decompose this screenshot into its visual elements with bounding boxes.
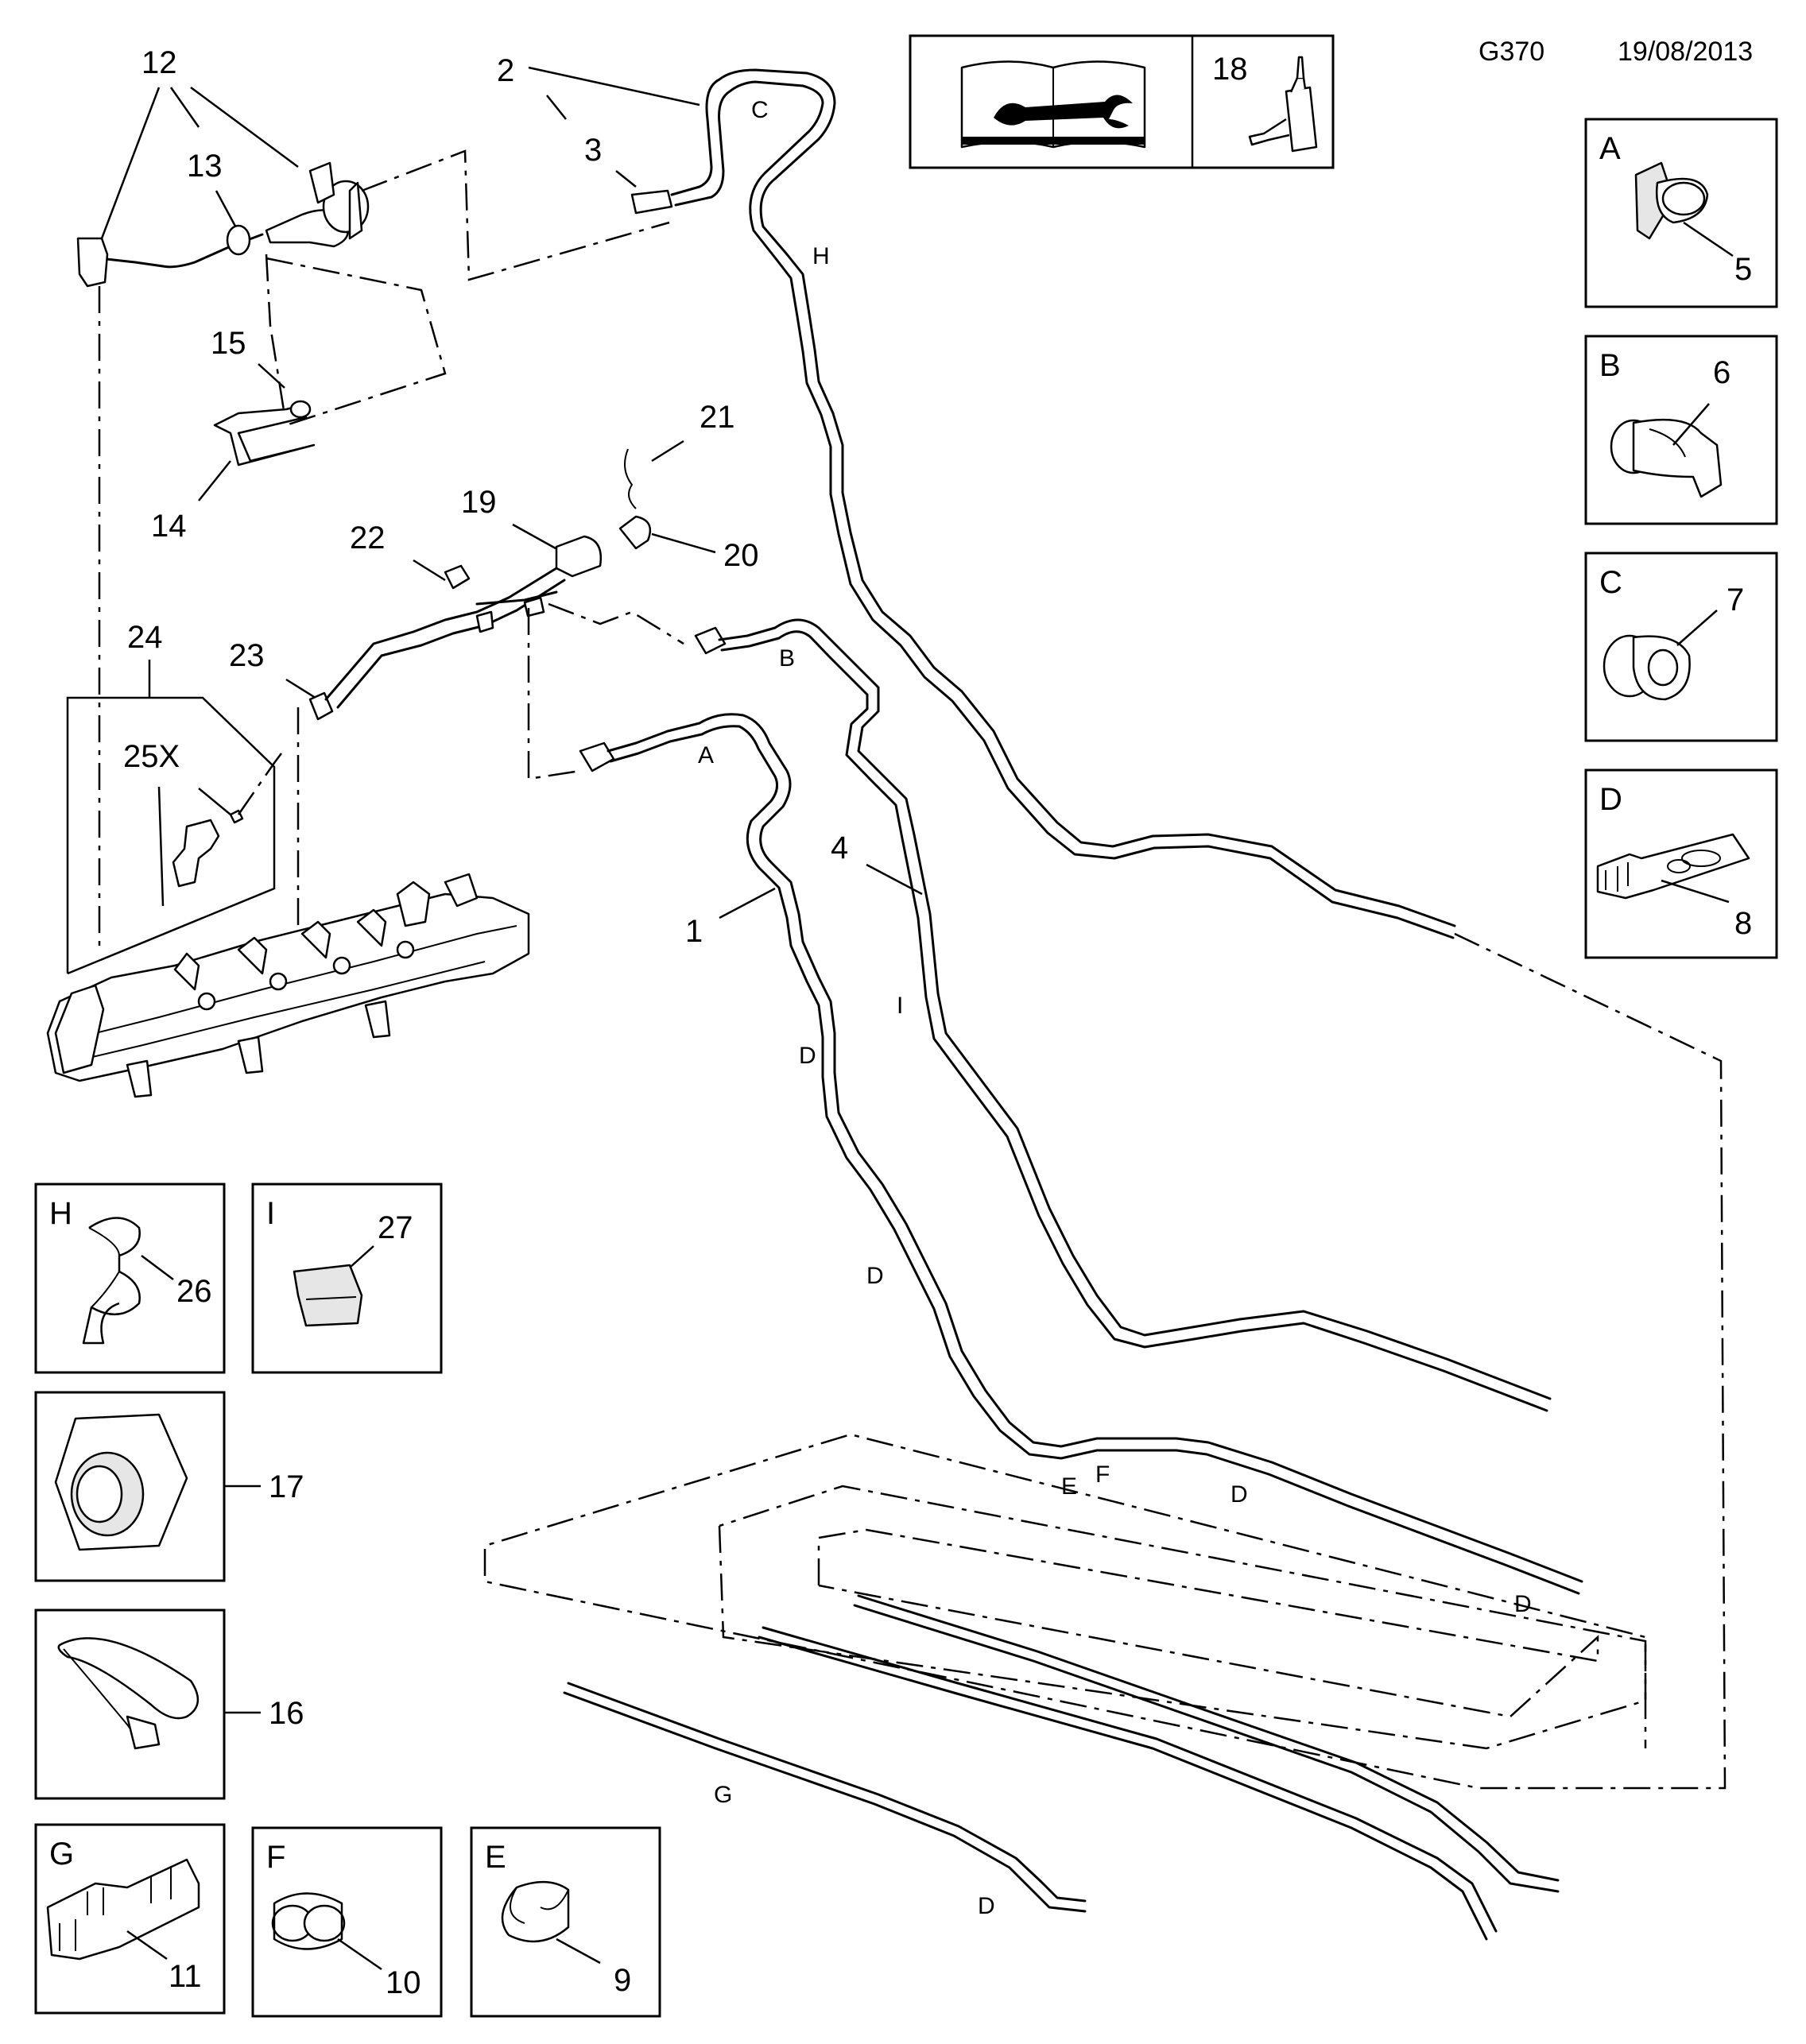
pipe-bottom-2: [758, 1626, 1498, 1941]
callout-18: 18: [1212, 52, 1248, 87]
callout-13: 13: [187, 149, 223, 184]
manual-sealant-box: 18: [909, 34, 1335, 169]
pipe-letter-d-4: D: [1514, 1591, 1532, 1617]
detail-letter-g: G: [49, 1837, 74, 1872]
link-dash-inner-2: [817, 1528, 1599, 1718]
detail-letter-a: A: [1599, 131, 1621, 166]
detail-box-e: E 9: [470, 1826, 661, 2018]
detail-box-f: F 10: [251, 1826, 443, 2018]
callout-15: 15: [211, 326, 246, 361]
pipe-1: A 1 D D E F D D: [579, 713, 1583, 1617]
pipe-letter-c: C: [751, 97, 769, 123]
callout-2: 2: [497, 53, 514, 88]
callout-21: 21: [700, 400, 735, 435]
callout-14: 14: [151, 509, 187, 544]
detail-box-c: C 7: [1584, 552, 1778, 742]
pipe-letter-f: F: [1095, 1461, 1110, 1488]
callout-8: 8: [1734, 906, 1752, 941]
callout-24: 24: [127, 620, 163, 655]
callout-26: 26: [176, 1274, 212, 1309]
callout-12: 12: [141, 45, 177, 80]
pipe-letter-g: G: [714, 1782, 732, 1808]
link-dash-12-3: [361, 149, 670, 281]
callout-25x: 25X: [123, 739, 180, 774]
assembly-12-13: 12 13: [76, 45, 370, 288]
detail-box-b: B 6: [1584, 335, 1778, 525]
pipe-letter-a: A: [698, 742, 714, 768]
callout-11: 11: [169, 1959, 202, 1994]
detail-box-i: I 27: [251, 1183, 443, 1374]
detail-letter-d: D: [1599, 782, 1622, 817]
callout-17: 17: [269, 1469, 304, 1504]
pipe-letter-d-1: D: [799, 1043, 816, 1069]
detail-letter-e: E: [485, 1840, 506, 1875]
engine-intake-manifold: [46, 873, 530, 1098]
pipe-4: B 4 I: [694, 618, 1552, 1412]
callout-6: 6: [1713, 355, 1730, 390]
fuel-rail-assembly: 22 19 21 20 23 24 25X: [66, 400, 759, 979]
pipe-bottom-g: G D: [563, 1682, 1087, 1919]
detail-letter-i: I: [266, 1196, 275, 1231]
pipe-letter-e: E: [1061, 1473, 1077, 1500]
link-dash-14-box: [265, 254, 447, 427]
detail-box-g: G 11: [34, 1823, 226, 2015]
pipe-letter-i: I: [897, 993, 903, 1019]
detail-box-d: D 8: [1584, 768, 1778, 959]
pipe-letter-h: H: [812, 243, 830, 269]
callout-27: 27: [378, 1210, 413, 1245]
callout-16: 16: [269, 1696, 304, 1731]
callout-9: 9: [614, 1963, 631, 1998]
detail-box-a: A 5: [1584, 118, 1778, 308]
sealant-bottle-icon: [1248, 56, 1318, 153]
callout-20: 20: [723, 538, 759, 573]
detail-box-17: 17: [34, 1391, 304, 1582]
pipe-letter-d-5: D: [978, 1893, 995, 1919]
detail-letter-c: C: [1599, 565, 1622, 600]
detail-box-h: H 26: [34, 1183, 226, 1374]
detail-letter-f: F: [266, 1840, 285, 1875]
callout-19: 19: [461, 485, 497, 520]
diagram-date: 19/08/2013: [1618, 37, 1753, 67]
callout-22: 22: [350, 521, 386, 556]
detail-letter-h: H: [49, 1196, 72, 1231]
link-dash-inner-1: [718, 1485, 1647, 1750]
pipe-letter-d-2: D: [866, 1263, 884, 1289]
detail-letter-b: B: [1599, 348, 1621, 383]
callout-23: 23: [229, 638, 265, 673]
detail-box-16: 16: [34, 1608, 304, 1800]
callout-3: 3: [584, 133, 602, 168]
bracket-14-15: 15 14: [151, 326, 316, 544]
manual-wrench-icon: [960, 60, 1146, 149]
pipe-letter-d-3: D: [1230, 1481, 1248, 1508]
diagram-code: G370: [1479, 37, 1544, 67]
callout-1: 1: [685, 914, 703, 949]
link-dash-h-d: [483, 932, 1727, 1790]
pipe-2-3: 2 3 C H: [497, 53, 1456, 939]
callout-4: 4: [831, 830, 848, 865]
pipe-bottom-3: [853, 1594, 1560, 1893]
callout-7: 7: [1727, 583, 1744, 617]
pipe-letter-b: B: [779, 645, 795, 672]
callout-5: 5: [1734, 252, 1752, 287]
callout-10: 10: [386, 1965, 421, 2000]
